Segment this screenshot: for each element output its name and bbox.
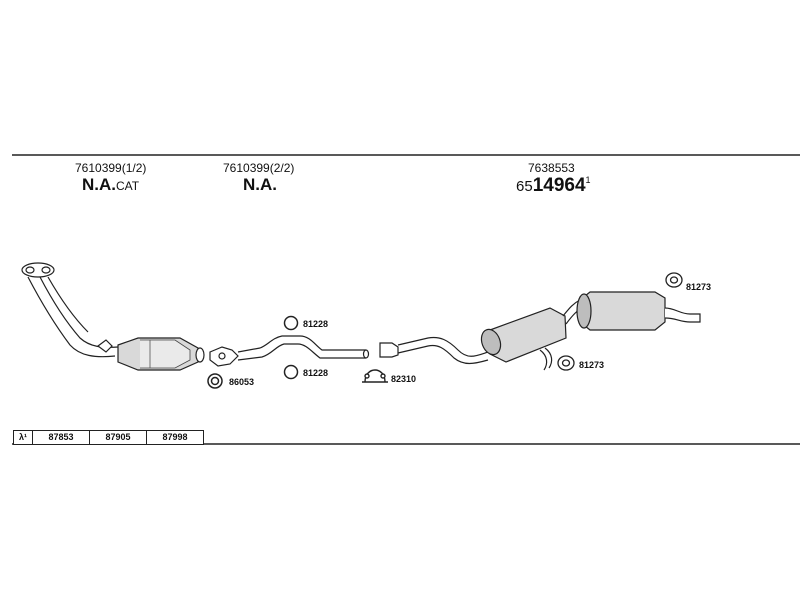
front-pipe-label: N.A.CAT	[82, 175, 139, 195]
rear-code-superscript: 1	[585, 175, 591, 185]
part-number-intermediate-pipe: 7610399(2/2)	[223, 161, 295, 175]
lambda-symbol: λ¹	[18, 432, 27, 442]
rubber-81273-upper	[665, 272, 683, 288]
lambda-sensor-table: λ¹ 87853 87905 87998	[13, 430, 204, 445]
lambda-cell-1: 87853	[32, 431, 89, 444]
rear-code-prefix: 65	[516, 178, 533, 195]
callout-rubber-81273-lower: 81273	[579, 360, 605, 370]
front-pipe-label-main: N.A.	[82, 175, 116, 194]
intermediate-pipe	[209, 335, 370, 367]
part-number-rear-system: 7638553	[528, 161, 575, 175]
gasket-86053	[207, 373, 223, 389]
ring-81228-lower	[283, 364, 299, 380]
callout-gasket-86053: 86053	[229, 377, 255, 387]
catalytic-converter	[117, 337, 205, 371]
ring-81228-upper	[283, 315, 299, 331]
rubber-81273-lower	[557, 355, 575, 371]
lambda-cell-2: 87905	[89, 431, 146, 444]
front-pipe-label-suffix: CAT	[116, 179, 140, 193]
callout-ring-81228-upper: 81228	[303, 319, 329, 329]
callout-clamp-82310: 82310	[391, 374, 417, 384]
rear-silencer	[576, 291, 701, 331]
part-number-front-pipe: 7610399(1/2)	[75, 161, 147, 175]
middle-pipe	[379, 336, 489, 365]
callout-ring-81228-lower: 81228	[303, 368, 329, 378]
clamp-82310	[362, 369, 388, 383]
lambda-cell-3: 87998	[146, 431, 203, 444]
front-silencer	[480, 307, 567, 371]
rear-system-code: 65149641	[516, 175, 591, 197]
rear-code-main: 14964	[532, 175, 586, 196]
callout-rubber-81273-upper: 81273	[686, 282, 712, 292]
front-downpipe	[21, 262, 119, 358]
intermediate-pipe-label: N.A.	[243, 175, 277, 194]
